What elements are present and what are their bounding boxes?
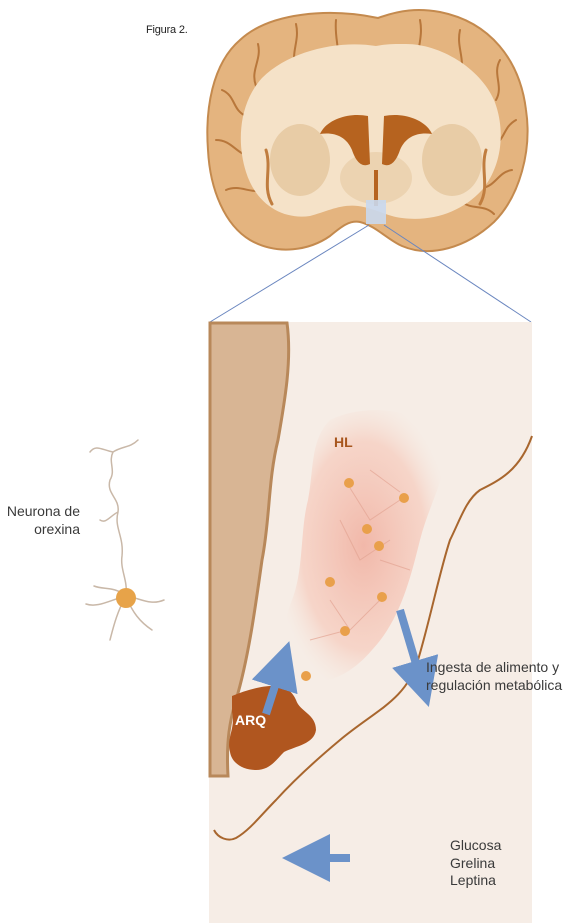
neuron-label: Neurona de orexina bbox=[0, 503, 80, 538]
hypothalamus-highlight bbox=[366, 200, 386, 224]
input-leptin: Leptina bbox=[450, 872, 501, 890]
neuron-label-line-2: orexina bbox=[34, 521, 80, 537]
neuron-dendrites bbox=[86, 440, 164, 640]
orexin-cell bbox=[340, 626, 350, 636]
orexin-cell bbox=[362, 524, 372, 534]
basal-ganglia-left bbox=[270, 124, 330, 196]
brain-coronal-section bbox=[207, 10, 527, 251]
neuron-label-line-1: Neurona de bbox=[7, 503, 80, 519]
input-glucose: Glucosa bbox=[450, 837, 501, 855]
output-label: Ingesta de alimento y regulación metaból… bbox=[426, 659, 562, 694]
orexin-cell bbox=[399, 493, 409, 503]
zoom-panel bbox=[209, 322, 532, 923]
orexin-cell bbox=[325, 577, 335, 587]
orexin-cell bbox=[377, 592, 387, 602]
orexin-cell bbox=[301, 671, 311, 681]
arq-label: ARQ bbox=[235, 712, 266, 728]
neuron-soma bbox=[116, 588, 136, 608]
input-ghrelin: Grelina bbox=[450, 855, 501, 873]
orexin-cell bbox=[374, 541, 384, 551]
output-label-line-1: Ingesta de alimento y bbox=[426, 659, 559, 675]
inputs-label: Glucosa Grelina Leptina bbox=[450, 837, 501, 890]
hl-label: HL bbox=[334, 434, 353, 450]
figure-title: Figura 2. bbox=[146, 24, 188, 38]
basal-ganglia-right bbox=[422, 124, 482, 196]
orexin-cell bbox=[344, 478, 354, 488]
orexin-neuron-illustration bbox=[86, 440, 164, 640]
output-label-line-2: regulación metabólica bbox=[426, 677, 562, 693]
